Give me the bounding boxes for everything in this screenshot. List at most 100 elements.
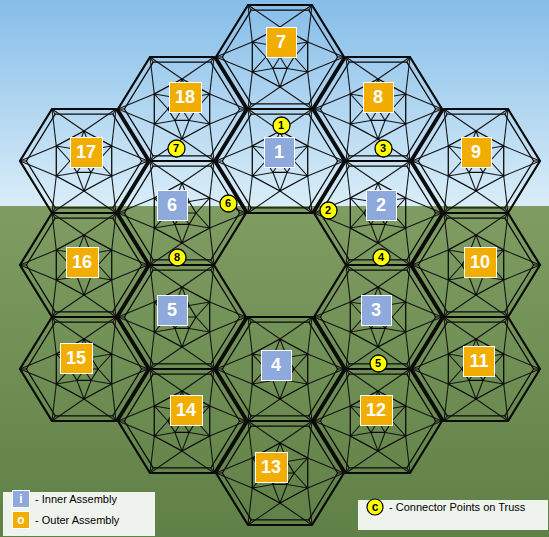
truss-member <box>98 250 112 265</box>
outer-assembly-number: 15 <box>60 343 93 374</box>
truss-frame <box>56 131 111 191</box>
assembly-number: 5 <box>167 301 177 319</box>
truss-member <box>287 380 308 384</box>
truss-member <box>280 421 312 443</box>
outer-assembly-number: 18 <box>169 82 202 113</box>
truss-member <box>392 302 406 317</box>
truss-frame <box>418 114 533 208</box>
truss-member <box>182 369 214 391</box>
truss-module <box>412 109 540 213</box>
truss-frame <box>222 114 337 208</box>
truss-member <box>483 380 504 384</box>
truss-frame <box>154 287 209 347</box>
truss-member <box>476 399 508 421</box>
truss-member <box>91 380 112 384</box>
connector-point: 8 <box>168 248 187 267</box>
legend-swatch: o <box>12 511 30 529</box>
truss-member <box>150 161 182 183</box>
connector-number: 1 <box>278 120 284 131</box>
assembly-number: 14 <box>176 401 196 419</box>
inner-assembly-number: 2 <box>366 190 397 221</box>
outer-assembly-number: 11 <box>463 346 495 377</box>
assembly-number: 10 <box>470 253 490 271</box>
inner-assembly-number: 6 <box>157 190 188 221</box>
inner-assembly-number: 1 <box>264 137 295 168</box>
truss-frame <box>448 235 503 295</box>
truss-member <box>248 317 280 339</box>
legend-swatch: i <box>12 490 30 508</box>
connector-number: 3 <box>380 143 386 154</box>
truss-member <box>280 317 312 339</box>
truss-member <box>154 109 168 124</box>
truss-member <box>84 213 116 235</box>
outer-assembly-number: 14 <box>170 395 203 426</box>
truss-member <box>150 139 182 161</box>
truss-frame <box>252 339 307 399</box>
truss-member <box>444 317 476 339</box>
sky <box>0 0 549 206</box>
truss-frame <box>412 109 540 213</box>
ground <box>0 206 549 537</box>
truss-member <box>252 57 266 72</box>
truss-frame <box>252 131 307 191</box>
truss-member <box>248 87 280 109</box>
truss-member <box>248 5 280 27</box>
truss-frame <box>320 62 435 156</box>
truss-member <box>378 161 410 183</box>
truss-frame <box>124 62 239 156</box>
connector-point: 7 <box>167 139 186 158</box>
truss-member <box>346 369 378 391</box>
truss-member <box>182 265 214 287</box>
truss-member <box>182 139 214 161</box>
assembly-number: 3 <box>371 301 381 319</box>
truss-frame <box>320 270 435 364</box>
truss-member <box>385 328 406 332</box>
truss-member <box>182 451 214 473</box>
assembly-number: 2 <box>376 196 386 214</box>
truss-member <box>150 265 182 287</box>
truss-member <box>248 503 280 525</box>
assembly-number: 9 <box>471 143 481 161</box>
assembly-number: 13 <box>261 458 281 476</box>
inner-assembly-number: 3 <box>361 295 392 326</box>
connector-number: 2 <box>325 205 331 216</box>
truss-frame <box>124 166 239 260</box>
truss-frame <box>412 213 540 317</box>
connector-circle <box>220 195 237 212</box>
truss-frame <box>124 270 239 364</box>
truss-frame <box>448 131 503 191</box>
truss-frame <box>222 322 337 416</box>
truss-member <box>196 198 210 213</box>
truss-member <box>444 295 476 317</box>
outer-assembly-number: 9 <box>461 137 492 168</box>
truss-member <box>444 109 476 131</box>
legend-symbol: o <box>17 514 24 526</box>
truss-member <box>196 302 210 317</box>
truss-member <box>150 451 182 473</box>
truss-member <box>182 57 214 79</box>
assembly-number: 4 <box>271 356 281 374</box>
truss-member <box>287 172 308 176</box>
legend-entry: c- Connector Points on Truss <box>366 498 525 516</box>
truss-member <box>52 109 84 131</box>
truss-member <box>91 172 112 176</box>
truss-member <box>490 146 504 161</box>
connector-point: 3 <box>374 139 393 158</box>
truss-frame <box>412 317 540 421</box>
outer-assembly-number: 17 <box>70 137 103 168</box>
truss-member <box>476 109 508 131</box>
connector-number: 6 <box>225 198 231 209</box>
truss-member <box>150 369 182 391</box>
assembly-number: 17 <box>76 143 96 161</box>
truss-member <box>476 317 508 339</box>
truss-member <box>98 354 112 369</box>
inner-assembly-number: 4 <box>261 350 292 381</box>
truss-member <box>280 5 312 27</box>
truss-member <box>150 243 182 265</box>
truss-frame <box>448 339 503 399</box>
truss-member <box>52 213 84 235</box>
truss-member <box>280 57 287 68</box>
truss-member <box>182 347 214 369</box>
legend-swatch: c <box>366 498 384 516</box>
outer-assembly-number: 7 <box>266 27 297 58</box>
